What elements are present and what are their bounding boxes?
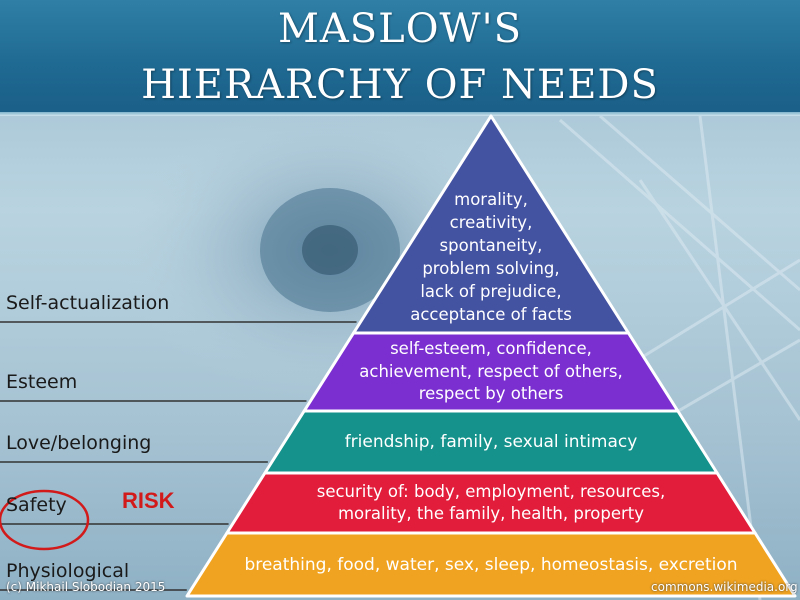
level-label-love-belonging: Love/belonging <box>6 432 152 454</box>
level-label-physiological: Physiological <box>6 560 130 582</box>
title-line-1: MASLOW'S <box>277 6 523 52</box>
tier-text-line: security of: body, employment, resources… <box>316 481 666 501</box>
title-line-2: HIERARCHY OF NEEDS <box>141 62 659 108</box>
tier-text-line: morality, <box>454 190 528 209</box>
tier-text-line: problem solving, <box>422 259 560 278</box>
tier-text-line: respect by others <box>418 384 564 404</box>
tier-text-line: morality, the family, health, property <box>337 504 645 523</box>
source-credit: commons.wikimedia.org <box>651 580 798 594</box>
title-banner-edge <box>0 112 800 116</box>
level-label-esteem: Esteem <box>6 371 78 393</box>
tier-text-line: creativity, <box>449 213 533 232</box>
pyramid-tier-physiological <box>185 531 797 598</box>
tier-text-line: lack of prejudice, <box>420 282 562 301</box>
title-banner <box>0 0 800 116</box>
tier-text-line: breathing, food, water, sex, sleep, home… <box>244 554 738 575</box>
tier-text-line: achievement, respect of others, <box>359 361 623 381</box>
tier-text-line: acceptance of facts <box>410 305 572 324</box>
safety-highlight-circle <box>0 489 90 551</box>
tier-text-line: spontaneity, <box>439 236 543 255</box>
level-label-safety: Safety <box>6 494 67 516</box>
tier-text-line: self-esteem, confidence, <box>390 339 592 359</box>
risk-annotation: RISK <box>122 488 175 513</box>
tier-text-line: friendship, family, sexual intimacy <box>344 432 638 452</box>
author-credit: (c) Mikhail Slobodian 2015 <box>6 580 166 594</box>
level-label-self-actualization: Self-actualization <box>6 292 170 314</box>
